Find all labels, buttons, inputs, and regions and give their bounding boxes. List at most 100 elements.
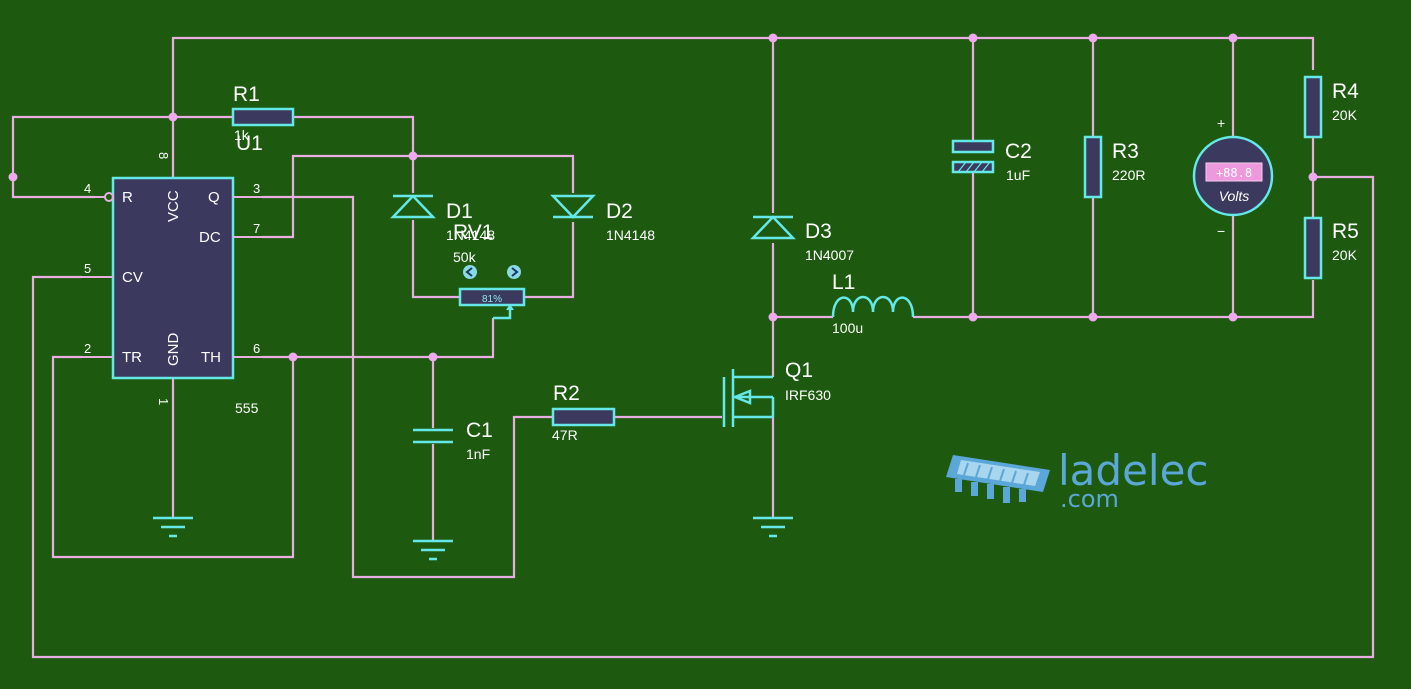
junction-dot <box>428 352 438 362</box>
ground-symbol-q1 <box>753 516 793 538</box>
pin-name-dc: DC <box>199 229 221 246</box>
r5-value: 20K <box>1332 247 1358 263</box>
rv1-value: 50k <box>453 249 477 265</box>
voltmeter-unit-label: Volts <box>1219 188 1250 204</box>
diode-d3[interactable]: D3 1N4007 <box>750 215 854 263</box>
junction-dot <box>408 151 418 161</box>
resistor-r2[interactable]: R2 47R <box>551 382 616 443</box>
voltmeter-readout: +88.8 <box>1216 166 1252 180</box>
capacitor-c1[interactable]: C1 1nF <box>413 419 493 462</box>
chip-icon <box>946 455 1050 503</box>
logo-domain: .com <box>1060 485 1119 513</box>
c2-reference: C2 <box>1005 140 1032 163</box>
junction-dot <box>1228 33 1238 43</box>
pin-name-r: R <box>122 189 133 206</box>
ladelec-logo: ladelec .com <box>946 446 1209 513</box>
ic-555-timer[interactable]: 4 5 2 3 7 6 8 1 R CV TR Q DC TH VCC GND … <box>82 132 263 416</box>
junction-dot <box>1228 312 1238 322</box>
d2-value: 1N4148 <box>606 227 655 243</box>
pin-number-vcc: 8 <box>156 152 171 159</box>
resistor-r1[interactable]: R1 1k <box>231 83 295 143</box>
junction-dot <box>288 352 298 362</box>
wire-diode-top <box>413 154 575 193</box>
r4-value: 20K <box>1332 107 1358 123</box>
q1-reference: Q1 <box>785 359 813 382</box>
pin-number-q: 3 <box>253 181 260 196</box>
d2-reference: D2 <box>606 200 633 223</box>
l1-value: 100u <box>832 320 863 336</box>
wire-top-rail <box>171 36 1315 113</box>
d3-value: 1N4007 <box>805 247 854 263</box>
r2-reference: R2 <box>553 382 580 405</box>
junction-dot <box>1088 33 1098 43</box>
junctions <box>8 33 1318 362</box>
pin-number-cv: 5 <box>84 261 91 276</box>
capacitor-c2[interactable]: C2 1uF <box>951 139 1032 183</box>
c2-value: 1uF <box>1006 167 1030 183</box>
resistor-r3[interactable]: R3 220R <box>1083 135 1145 199</box>
diode-d1[interactable]: D1 1N4148 <box>390 194 495 243</box>
pin-name-th: TH <box>201 349 221 366</box>
junction-dot <box>168 112 178 122</box>
junction-dot <box>968 312 978 322</box>
junction-dot <box>968 33 978 43</box>
wire-d2-lower <box>524 222 575 299</box>
rv1-decrease-button[interactable] <box>463 265 477 279</box>
junction-dot <box>1088 312 1098 322</box>
mosfet-q1[interactable]: Q1 IRF630 <box>722 359 831 427</box>
ic-reference: U1 <box>236 132 263 155</box>
wires <box>11 36 1375 659</box>
pin-number-dc: 7 <box>253 221 260 236</box>
wire-cv-feedback <box>31 175 1375 659</box>
junction-dot <box>1308 172 1318 182</box>
rv1-reference: RV1 <box>453 221 493 244</box>
wire-r1-right <box>293 115 415 156</box>
voltmeter-plus-label: + <box>1217 115 1225 131</box>
pin-name-q: Q <box>208 189 220 206</box>
r3-value: 220R <box>1112 167 1145 183</box>
junction-dot <box>8 172 18 182</box>
junction-dot <box>768 33 778 43</box>
c1-reference: C1 <box>466 419 493 442</box>
r1-reference: R1 <box>233 83 260 106</box>
pin-name-cv: CV <box>122 269 143 286</box>
d1-reference: D1 <box>446 200 473 223</box>
wire-tr-loop <box>51 355 295 559</box>
rv1-position-label: 81% <box>482 294 502 305</box>
r2-value: 47R <box>552 427 578 443</box>
pin-name-gnd: GND <box>165 333 182 367</box>
q1-value: IRF630 <box>785 387 831 403</box>
resistor-r4[interactable]: R4 20K <box>1303 75 1359 139</box>
ground-symbol-c1 <box>413 539 453 561</box>
logo-name: ladelec <box>1058 446 1209 495</box>
reset-pin-bubble <box>104 192 114 202</box>
l1-reference: L1 <box>832 271 855 294</box>
diode-d2[interactable]: D2 1N4148 <box>550 194 655 243</box>
wire-output-bottom <box>913 280 1315 319</box>
r3-reference: R3 <box>1112 140 1139 163</box>
r5-reference: R5 <box>1332 220 1359 243</box>
pin-name-tr: TR <box>122 349 142 366</box>
pin-number-th: 6 <box>253 341 260 356</box>
wire-th <box>262 318 495 359</box>
rv1-wiper-arrow[interactable] <box>493 308 512 320</box>
rv1-increase-button[interactable] <box>507 265 521 279</box>
c1-value: 1nF <box>466 446 490 462</box>
wire-d1-lower <box>411 220 460 299</box>
inductor-l1[interactable]: L1 100u <box>831 271 915 336</box>
wire-reset-loop <box>11 115 173 199</box>
wire-q-out <box>262 195 553 579</box>
junction-dot <box>768 312 778 322</box>
ic-part-number: 555 <box>235 400 259 416</box>
r4-reference: R4 <box>1332 80 1359 103</box>
ground-symbol-ic <box>153 516 193 538</box>
potentiometer-rv1[interactable]: RV1 50k 81% <box>453 221 526 320</box>
resistor-r5[interactable]: R5 20K <box>1303 216 1359 280</box>
pin-name-vcc: VCC <box>165 190 182 222</box>
voltmeter[interactable]: +88.8 Volts + − <box>1192 115 1274 239</box>
pin-number-tr: 2 <box>84 341 91 356</box>
pin-number-gnd: 1 <box>156 398 171 405</box>
pin-number-r: 4 <box>84 181 91 196</box>
voltmeter-minus-label: − <box>1217 223 1225 239</box>
d1-value: 1N4148 <box>446 227 495 243</box>
